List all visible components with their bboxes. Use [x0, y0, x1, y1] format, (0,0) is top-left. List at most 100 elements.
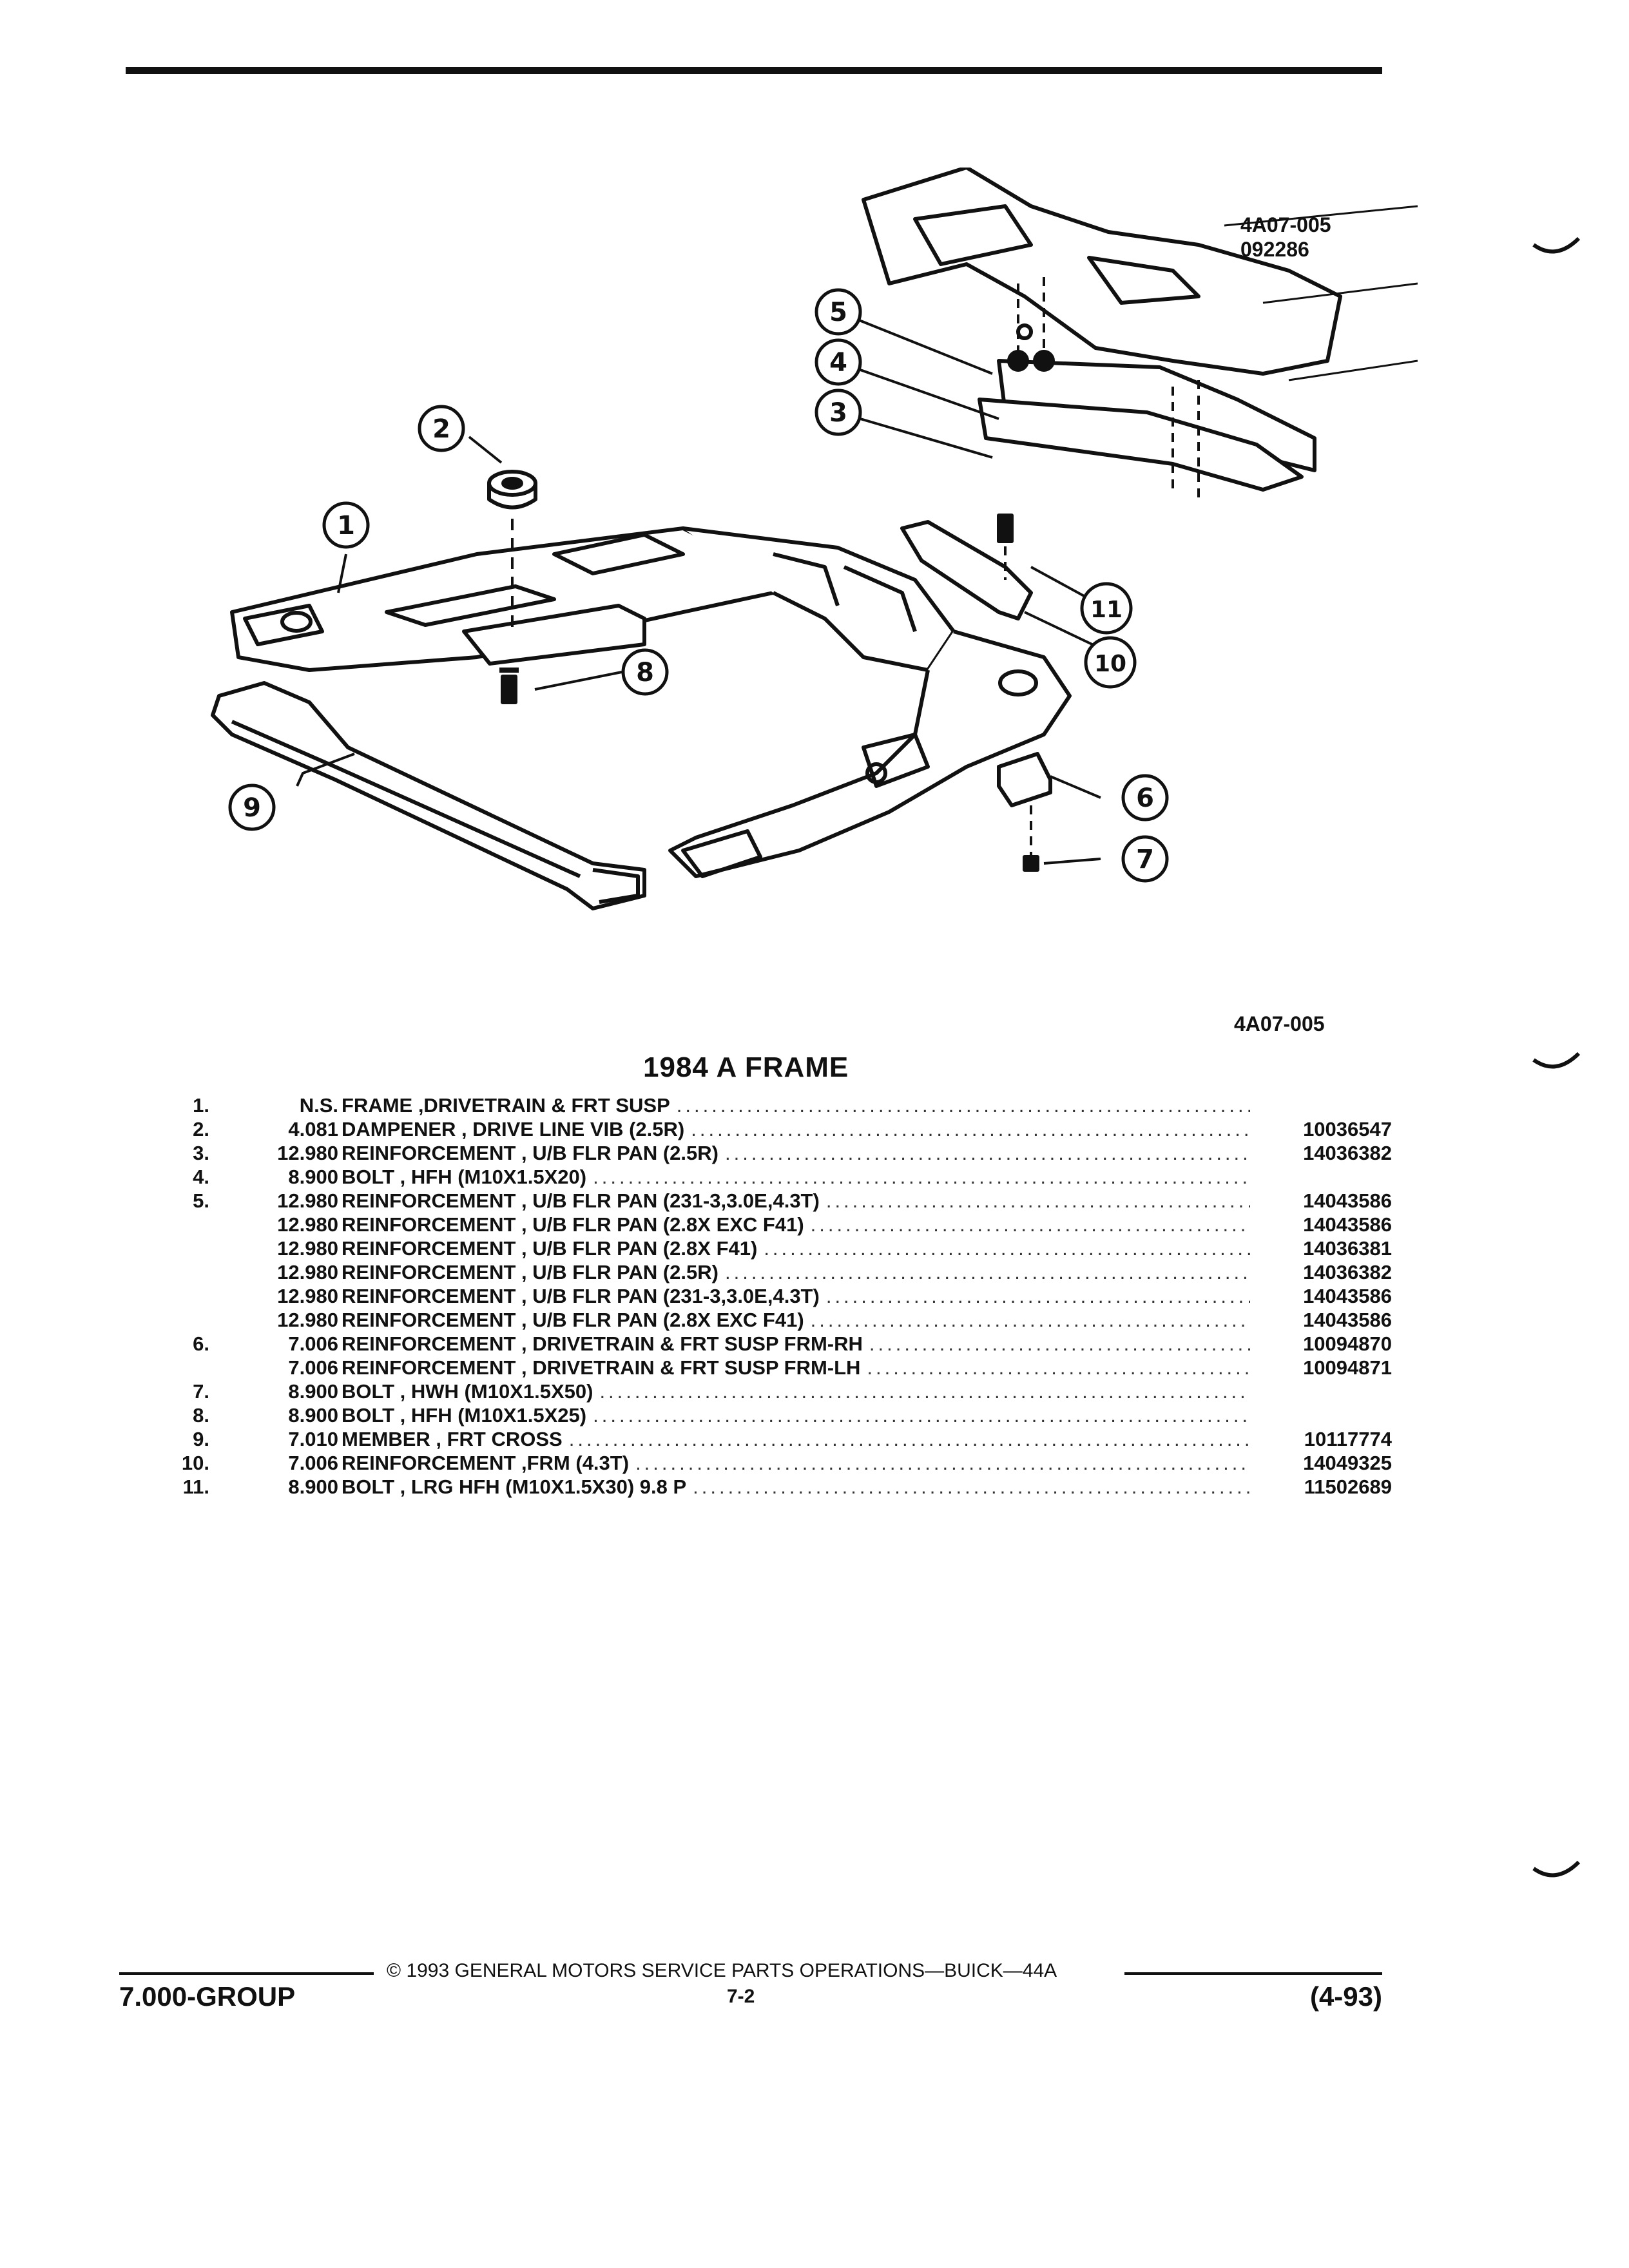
- part-description: REINFORCEMENT ,FRM (4.3T): [342, 1452, 630, 1474]
- group-number: 7.010: [288, 1428, 338, 1450]
- callout-9: 9: [228, 783, 276, 831]
- parts-list: 1.N.S.FRAME ,DRIVETRAIN & FRT SUSP......…: [151, 1093, 1392, 1499]
- svg-text:8: 8: [636, 658, 654, 687]
- dot-leader: ........................................…: [869, 1332, 1250, 1355]
- group-number: 12.980: [277, 1309, 338, 1331]
- item-number: 7.: [193, 1380, 209, 1403]
- footer-rule-left: [119, 1972, 374, 1975]
- footer-date: (4-93): [1309, 1981, 1382, 2012]
- callout-4: 4: [815, 338, 862, 386]
- group-number: 12.980: [277, 1189, 338, 1212]
- part-number: 10036547: [1303, 1118, 1392, 1140]
- dot-leader: ........................................…: [764, 1237, 1250, 1260]
- callout-3: 3: [815, 389, 862, 436]
- svg-text:7: 7: [1136, 845, 1154, 874]
- figure-date-code: 092286: [1240, 238, 1309, 261]
- dot-leader: ........................................…: [635, 1452, 1250, 1474]
- description-cell: MEMBER , FRT CROSS......................…: [342, 1427, 1392, 1451]
- description-cell: REINFORCEMENT , U/B FLR PAN (231-3,3.0E,…: [342, 1284, 1392, 1308]
- description-cell: REINFORCEMENT , U/B FLR PAN (2.5R)......…: [342, 1260, 1392, 1284]
- dot-leader: ........................................…: [568, 1428, 1250, 1450]
- frame-right-rail: [668, 629, 1072, 878]
- group-number: 12.980: [277, 1237, 338, 1260]
- description-cell: REINFORCEMENT , U/B FLR PAN (2.5R)......…: [342, 1141, 1392, 1165]
- dot-leader: ........................................…: [825, 1189, 1250, 1212]
- part-description: REINFORCEMENT , U/B FLR PAN (2.8X EXC F4…: [342, 1309, 804, 1331]
- part-description: BOLT , HFH (M10X1.5X20): [342, 1166, 587, 1188]
- figure-code-top: 4A07-005: [1240, 213, 1331, 236]
- description-cell: BOLT , HFH (M10X1.5X20).................…: [342, 1165, 1392, 1189]
- callout-7: 7: [1121, 835, 1169, 883]
- dot-leader: ........................................…: [693, 1475, 1250, 1498]
- part-number: 14043586: [1303, 1309, 1392, 1331]
- parts-row: 1.N.S.FRAME ,DRIVETRAIN & FRT SUSP......…: [151, 1093, 1389, 1117]
- item-number: 2.: [193, 1118, 209, 1140]
- item-number: 8.: [193, 1404, 209, 1427]
- group-number: 4.081: [288, 1118, 338, 1140]
- part-description: REINFORCEMENT , U/B FLR PAN (2.5R): [342, 1142, 718, 1164]
- description-cell: REINFORCEMENT , U/B FLR PAN (231-3,3.0E,…: [342, 1189, 1392, 1213]
- group-number: 7.006: [288, 1332, 338, 1355]
- dot-leader: ........................................…: [867, 1356, 1250, 1379]
- description-cell: FRAME ,DRIVETRAIN & FRT SUSP............…: [342, 1093, 1392, 1117]
- group-number: 12.980: [277, 1285, 338, 1307]
- svg-text:10: 10: [1094, 651, 1126, 677]
- part-description: REINFORCEMENT , DRIVETRAIN & FRT SUSP FR…: [342, 1356, 861, 1379]
- dot-leader: ........................................…: [593, 1166, 1250, 1188]
- group-number: 8.900: [288, 1475, 338, 1498]
- dot-leader: ........................................…: [725, 1142, 1250, 1164]
- dot-leader: ........................................…: [599, 1380, 1250, 1403]
- description-cell: REINFORCEMENT , U/B FLR PAN (2.8X EXC F4…: [342, 1308, 1392, 1332]
- item-number: 5.: [193, 1189, 209, 1212]
- group-number: N.S.: [299, 1094, 338, 1117]
- top-rule: [126, 67, 1382, 74]
- dampener-part: [487, 470, 537, 631]
- dot-leader: ........................................…: [825, 1285, 1250, 1307]
- callout-1: 1: [322, 501, 370, 549]
- part-number: 10094870: [1303, 1332, 1392, 1355]
- dot-leader: ........................................…: [810, 1309, 1250, 1331]
- callout-6: 6: [1121, 774, 1169, 822]
- dot-leader: ........................................…: [691, 1118, 1250, 1140]
- item-number: 9.: [193, 1428, 209, 1450]
- description-cell: DAMPENER , DRIVE LINE VIB (2.5R)........…: [342, 1117, 1392, 1141]
- svg-text:3: 3: [829, 398, 847, 428]
- svg-text:9: 9: [243, 793, 261, 823]
- part-description: REINFORCEMENT , U/B FLR PAN (231-3,3.0E,…: [342, 1189, 820, 1212]
- margin-mark-3: [1532, 1860, 1581, 1878]
- part-number: 14049325: [1303, 1452, 1392, 1474]
- section-title: 1984 A FRAME: [643, 1052, 849, 1083]
- description-cell: REINFORCEMENT , DRIVETRAIN & FRT SUSP FR…: [342, 1356, 1392, 1379]
- bolt-8-part: [499, 668, 519, 704]
- footer-group: 7.000-GROUP: [119, 1981, 296, 2012]
- svg-text:4: 4: [829, 348, 847, 378]
- frame-exploded-diagram: 1 2 3 4 5 6 7 8 9 10 11: [211, 168, 1418, 910]
- description-cell: REINFORCEMENT ,FRM (4.3T)...............…: [342, 1451, 1392, 1475]
- group-number: 12.980: [277, 1261, 338, 1283]
- part-description: REINFORCEMENT , U/B FLR PAN (231-3,3.0E,…: [342, 1285, 820, 1307]
- description-cell: REINFORCEMENT , U/B FLR PAN (2.8X F41)..…: [342, 1236, 1392, 1260]
- part-number: 10094871: [1303, 1356, 1392, 1379]
- part-description: MEMBER , FRT CROSS: [342, 1428, 563, 1450]
- item-number: 10.: [181, 1452, 209, 1474]
- group-number: 8.900: [288, 1380, 338, 1403]
- part-number: 14043586: [1303, 1213, 1392, 1236]
- svg-text:11: 11: [1090, 597, 1123, 623]
- callout-11: 11: [1080, 582, 1133, 635]
- item-number: 4.: [193, 1166, 209, 1188]
- item-number: 6.: [193, 1332, 209, 1355]
- margin-mark-1: [1532, 236, 1581, 254]
- description-cell: REINFORCEMENT , DRIVETRAIN & FRT SUSP FR…: [342, 1332, 1392, 1356]
- part-description: BOLT , LRG HFH (M10X1.5X30) 9.8 P: [342, 1475, 687, 1498]
- reinforcement-6-part: [997, 752, 1052, 872]
